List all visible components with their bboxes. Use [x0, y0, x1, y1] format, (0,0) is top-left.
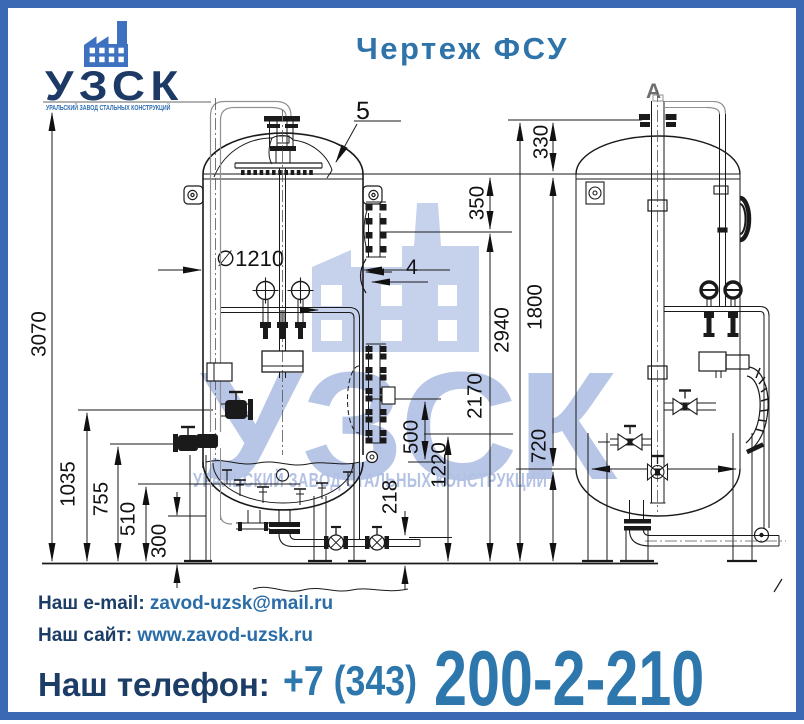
svg-text:350: 350	[465, 186, 488, 220]
svg-text:510: 510	[116, 502, 139, 536]
svg-text:300: 300	[147, 524, 170, 558]
svg-text:1800: 1800	[523, 284, 546, 330]
svg-text:500: 500	[399, 420, 422, 454]
svg-text:1035: 1035	[56, 461, 79, 507]
svg-text:2940: 2940	[490, 307, 513, 353]
svg-text:∅1210: ∅1210	[216, 246, 284, 271]
svg-text:3070: 3070	[27, 311, 50, 357]
svg-text:4: 4	[406, 256, 418, 279]
svg-text:5: 5	[356, 97, 370, 125]
svg-text:218: 218	[378, 480, 401, 514]
svg-text:A: A	[646, 80, 661, 103]
svg-text:755: 755	[89, 482, 112, 516]
svg-text:720: 720	[527, 429, 550, 463]
svg-text:1220: 1220	[427, 442, 450, 488]
svg-text:330: 330	[529, 125, 552, 159]
svg-text:2170: 2170	[463, 373, 486, 419]
